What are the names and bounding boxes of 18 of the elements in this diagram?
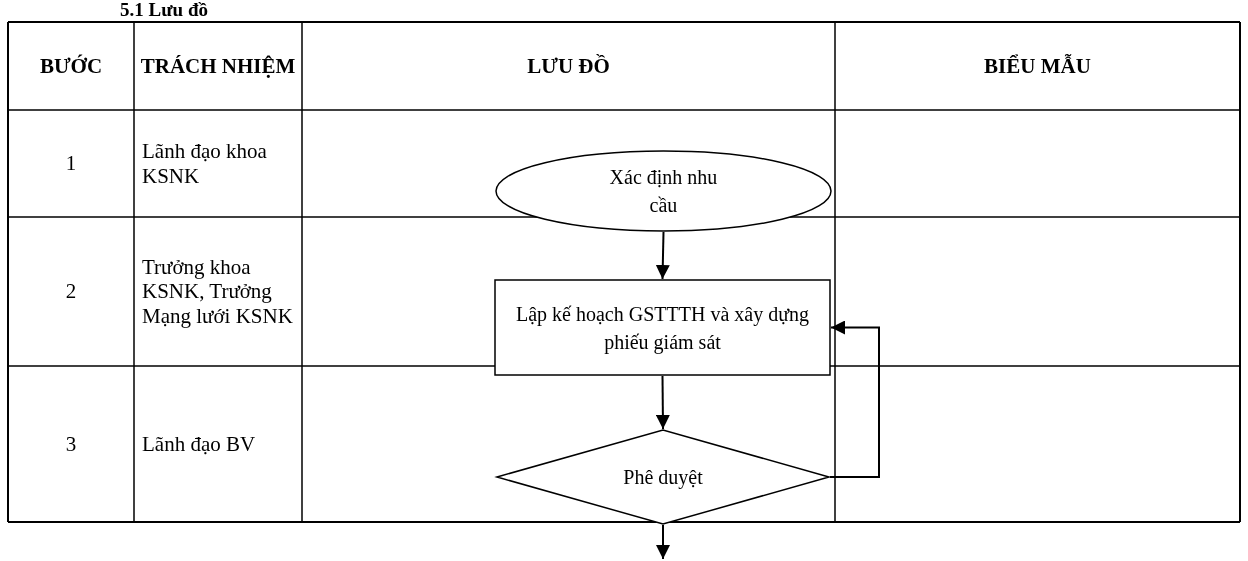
arrow [655, 375, 670, 430]
column-header: TRÁCH NHIỆM [140, 53, 296, 79]
responsibility-text: Lãnh đạo khoa KSNK [142, 139, 268, 188]
process-box: Lập kế hoạch GSTTTH và xây dựng phiếu giám sát [494, 279, 831, 376]
column-header: BIỂU MẪU [984, 53, 1091, 79]
arrow [656, 524, 670, 560]
responsibility-text: Trưởng khoa KSNK, Trưởng Mạng lưới KSNK [142, 255, 294, 328]
column-header: BƯỚC [39, 53, 103, 79]
arrow [829, 320, 880, 478]
section-title: 5.1 Lưu đồ [120, 0, 208, 21]
arrow [655, 231, 670, 280]
step-number: 2 [65, 279, 77, 304]
step-number: 3 [65, 431, 77, 457]
decision-diamond: Phê duyệt [496, 429, 830, 525]
responsibility-text: Lãnh đạo BV [142, 431, 256, 457]
step-number: 1 [65, 151, 77, 176]
column-header: LƯU ĐỒ [527, 53, 610, 79]
start-ellipse: Xác định nhu cầu [495, 150, 832, 232]
